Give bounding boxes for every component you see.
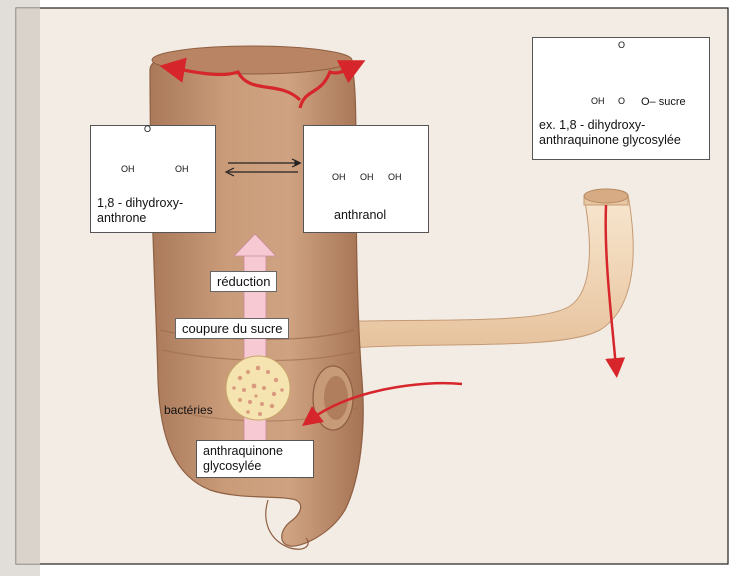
anthrone-label-line2: anthrone [97, 211, 146, 226]
example-box: O OH O O– sucre ex. 1,8 - dihydroxy- ant… [532, 37, 710, 160]
example-label-line1: ex. 1,8 - dihydroxy- [539, 118, 645, 133]
anthranol-box: OH OH OH anthranol [303, 125, 429, 233]
anthranol-label: anthranol [334, 208, 386, 223]
anthrone-box: O OH OH 1,8 - dihydroxy- anthrone [90, 125, 216, 233]
sugar-cleavage-tag: coupure du sucre [175, 318, 289, 339]
left-page-shadow-inner [16, 8, 40, 564]
glycoside-line2: glycosylée [203, 459, 261, 474]
bacteria-label: bactéries [164, 403, 213, 418]
glycoside-line1: anthraquinone [203, 444, 283, 459]
anthranol-oh-2: OH [360, 172, 374, 182]
example-oxygen-bottom: O [618, 96, 625, 106]
anthranol-oh-3: OH [388, 172, 402, 182]
reduction-tag: réduction [210, 271, 277, 292]
anthrone-oh-left: OH [121, 164, 135, 174]
glycoside-box: anthraquinone glycosylée [196, 440, 314, 478]
example-sucre: O– sucre [641, 96, 686, 108]
anthrone-oh-right: OH [175, 164, 189, 174]
example-label-line2: anthraquinone glycosylée [539, 133, 681, 148]
example-oxygen-top: O [618, 40, 625, 50]
anthrone-oxygen: O [144, 124, 151, 134]
example-oh: OH [591, 96, 605, 106]
small-intestine-opening [584, 189, 628, 203]
anthrone-label-line1: 1,8 - dihydroxy- [97, 196, 183, 211]
anthranol-oh-1: OH [332, 172, 346, 182]
